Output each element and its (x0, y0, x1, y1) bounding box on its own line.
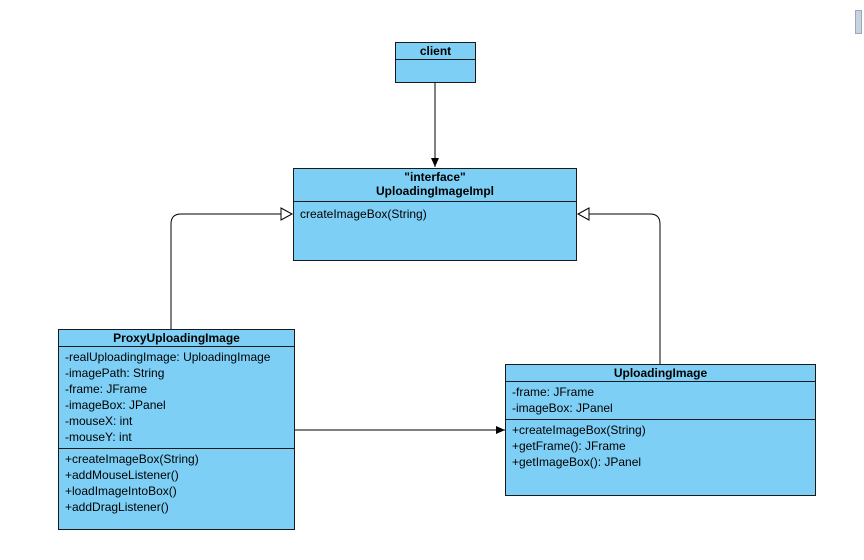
interface-methods: createImageBox(String) (294, 202, 576, 222)
attribute-item: -imageBox: JPanel (512, 401, 613, 415)
interface-class-header: "interface" UploadingImageImpl (294, 169, 576, 202)
method-item: +loadImageIntoBox() (65, 484, 177, 498)
uploading-image-class[interactable]: UploadingImage -frame: JFrame -imageBox:… (505, 364, 816, 496)
proxy-class[interactable]: ProxyUploadingImage -realUploadingImage:… (58, 329, 295, 530)
attribute-item: -frame: JFrame (512, 385, 595, 399)
uploading-image-class-title: UploadingImage (506, 365, 815, 382)
attribute-item: -frame: JFrame (65, 382, 148, 396)
method-item: +getImageBox(): JPanel (512, 455, 642, 469)
method-item: +addDragListener() (65, 500, 169, 514)
attribute-item: -imageBox: JPanel (65, 398, 166, 412)
method-item: createImageBox(String) (300, 207, 427, 221)
interface-class[interactable]: "interface" UploadingImageImpl createIma… (293, 168, 577, 261)
proxy-class-title: ProxyUploadingImage (59, 330, 294, 347)
real-realizes-interface-arrow (576, 207, 661, 364)
method-item: +createImageBox(String) (512, 423, 646, 437)
client-class[interactable]: client (395, 42, 476, 83)
method-item: +createImageBox(String) (65, 452, 199, 466)
attribute-item: -imagePath: String (65, 366, 165, 380)
proxy-realizes-interface-arrow (170, 207, 294, 329)
method-item: +getFrame(): JFrame (512, 439, 626, 453)
proxy-attributes: -realUploadingImage: UploadingImage -ima… (59, 347, 294, 448)
uploading-image-attributes: -frame: JFrame -imageBox: JPanel (506, 382, 815, 419)
attribute-item: -realUploadingImage: UploadingImage (65, 350, 271, 364)
scroll-handle-icon[interactable] (855, 10, 862, 34)
interface-class-title: UploadingImageImpl (375, 184, 494, 198)
interface-stereotype: "interface" (404, 170, 466, 184)
attribute-item: -mouseY: int (65, 430, 132, 444)
proxy-methods: +createImageBox(String) +addMouseListene… (59, 448, 294, 515)
attribute-item: -mouseX: int (65, 414, 133, 428)
uploading-image-methods: +createImageBox(String) +getFrame(): JFr… (506, 419, 815, 470)
method-item: +addMouseListener() (65, 468, 179, 482)
client-class-title: client (396, 43, 475, 60)
